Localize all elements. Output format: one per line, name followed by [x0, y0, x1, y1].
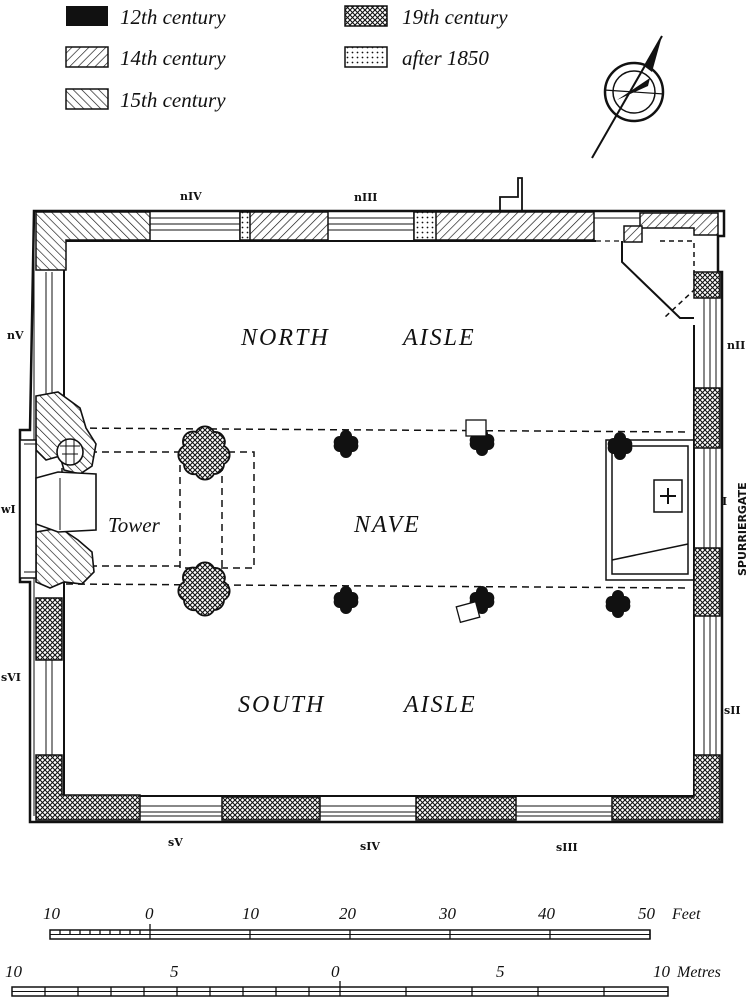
north-wall-segments: [35, 211, 719, 271]
feet-tick-6: 50: [638, 904, 656, 923]
legend-label-14th: 14th century: [120, 46, 226, 70]
room-north-label: NORTH: [240, 325, 330, 351]
room-nave-label: NAVE: [353, 512, 421, 538]
feet-tick-4: 30: [438, 904, 457, 923]
tower-structure: [19, 391, 97, 589]
scale-bar-feet: 10 0 10 20 30 40 50 Feet: [43, 904, 701, 940]
window-sV: sV: [168, 836, 183, 849]
feet-tick-1: 0: [145, 904, 154, 923]
room-north-aisle-label: AISLE: [401, 325, 476, 351]
legend-label-19th: 19th century: [402, 5, 508, 29]
pier-south-3: [605, 590, 631, 618]
street-label: SPURRIERGATE: [736, 482, 749, 576]
legend-swatch-19th: [344, 5, 388, 27]
arcade-lines: [61, 427, 691, 589]
window-sII: sII: [724, 704, 740, 717]
south-wall-segments: [35, 754, 721, 821]
window-sIV: sIV: [360, 840, 380, 853]
window-nIV: nIV: [180, 190, 202, 203]
window-strips: [45, 223, 711, 813]
pier-north-1: [333, 430, 359, 458]
window-nII: nII: [727, 339, 745, 352]
metre-tick-1: 5: [170, 962, 179, 981]
window-labels: nIV nIII nV nII wI I sVI sII sV sIV sIII: [0, 190, 745, 854]
side-wall-segments: [35, 271, 721, 661]
sanctuary: [605, 439, 695, 581]
metre-tick-3: 5: [496, 962, 505, 981]
window-sVI: sVI: [1, 671, 21, 684]
pier-south-west: [177, 561, 231, 617]
quatrefoil-piers: [177, 425, 231, 617]
pier-north-3: [607, 432, 633, 460]
metre-tick-4: 10: [653, 962, 671, 981]
pulpit-icon: [465, 419, 487, 437]
feet-tick-3: 20: [339, 904, 357, 923]
legend-swatch-12th: [66, 6, 108, 26]
feet-tick-0: 10: [43, 904, 61, 923]
metre-tick-0: 10: [5, 962, 23, 981]
legend-swatch-15th: [65, 88, 109, 110]
legend-label-15th: 15th century: [120, 88, 226, 112]
legend: 12th century 14th century 15th century 1…: [65, 5, 508, 112]
window-sIII: sIII: [556, 841, 578, 854]
metre-unit: Metres: [676, 964, 721, 981]
walls: [18, 177, 726, 824]
legend-label-12th: 12th century: [120, 5, 226, 29]
solid-piers: [333, 428, 633, 618]
room-tower-label: Tower: [108, 513, 161, 537]
scale-bar-metres: 10 5 0 5 10 Metres: [5, 962, 721, 997]
window-nV: nV: [7, 329, 24, 342]
window-nIII: nIII: [354, 191, 377, 204]
feet-unit: Feet: [671, 906, 701, 923]
metre-tick-2: 0: [331, 962, 340, 981]
room-south-aisle-label: AISLE: [402, 692, 477, 718]
legend-label-after-1850: after 1850: [402, 46, 489, 70]
legend-swatch-after-1850: [344, 46, 388, 68]
fittings: [455, 419, 487, 624]
pier-north-west: [177, 425, 231, 481]
legend-swatch-14th: [65, 46, 109, 68]
pier-south-1: [333, 586, 359, 614]
room-south-label: SOUTH: [238, 692, 325, 718]
north-arrow-icon: [591, 35, 665, 159]
lectern-icon: [455, 600, 481, 624]
window-wI: wI: [0, 503, 16, 516]
feet-tick-2: 10: [242, 904, 260, 923]
window-I: I: [722, 495, 727, 508]
feet-tick-5: 40: [538, 904, 556, 923]
